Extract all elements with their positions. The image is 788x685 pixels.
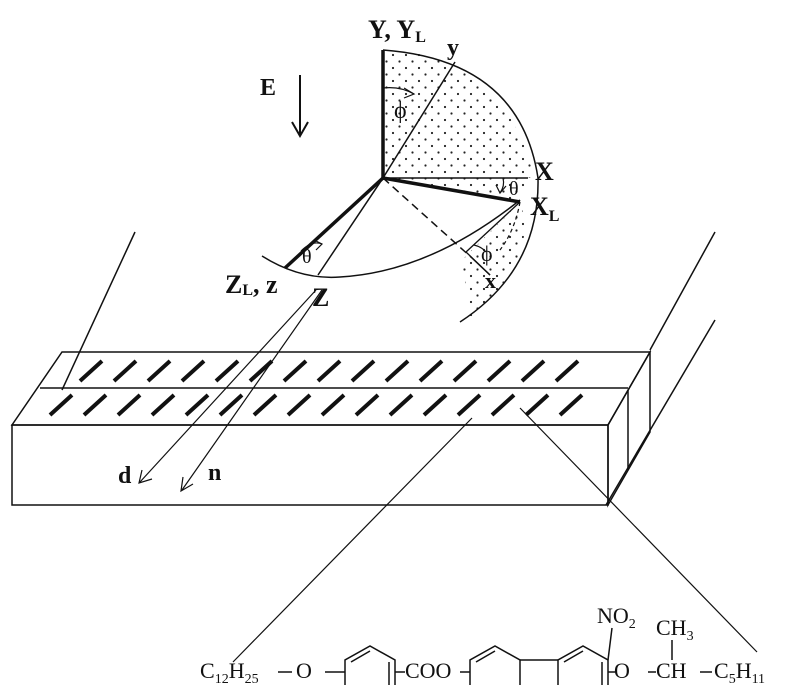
phi-sector-right [462,202,525,318]
theta-right-arrowhead [495,184,507,195]
y-small-axis [382,61,456,179]
benzene-ring-3 [557,645,609,685]
zl-axis [283,176,385,270]
molecule-dashes-row-1 [78,359,580,383]
label-theta-right: θ [509,178,519,200]
bond-nitro [607,627,613,661]
phi-sector-top [383,49,533,179]
label-y-small: y [447,35,459,61]
construction-line-1 [465,201,521,253]
formula-ch: CH [656,658,687,683]
label-x-small: x [485,268,496,293]
label-xl-axis: XL [530,192,559,225]
xl-axis [382,176,521,204]
director-vectors [138,289,323,493]
label-y-axes: Y, YL [368,15,426,46]
left-wall-edge [61,231,136,391]
label-zl-axes: ZL, z [225,270,278,299]
molecule-structure [278,627,712,685]
phi-top-arrowhead [403,87,416,99]
x-small-axis [382,177,473,259]
cell-slab [10,231,758,663]
construction-line-2 [465,251,491,276]
label-d-vector: d [118,463,132,489]
right-wall-edge-2 [605,319,716,506]
zoom-line-right [519,407,758,653]
d-vector-line [139,289,317,483]
molecule-formula: C12H25 O COO NO2 O CH3 CH C5H11 [200,603,765,685]
benzene-ring-2 [469,645,521,685]
formula-nitro: NO2 [597,603,636,632]
label-phi-top: ϕ [394,98,407,124]
formula-left-chain: C12H25 [200,658,259,685]
bottom-arc [261,199,521,279]
benzene-ring-1 [344,645,396,685]
label-z-axis: Z [312,283,329,312]
side-face [607,349,651,508]
right-wall-edge [649,231,716,351]
n-vector-arrowhead [180,476,194,493]
label-theta-left: θ [302,246,312,268]
formula-ester: COO [405,658,451,683]
zoom-line-left [232,417,473,663]
labels: E Y, YL y ϕ X θ XL ϕ x θ ZL, z Z d n [118,15,559,489]
formula-oxygen-1: O [296,658,312,683]
label-e-field: E [260,75,276,101]
formula-oxygen-2: O [614,658,630,683]
formula-right-chain: C5H11 [714,658,765,685]
d-vector-arrowhead [138,469,153,484]
z-axis [317,177,384,276]
front-face [11,424,609,506]
formula-methyl: CH3 [656,615,694,644]
n-vector-line [181,289,323,491]
e-field-arrowhead [291,121,309,139]
phi-right-arc [473,244,487,253]
coordinate-system [261,49,539,323]
label-x-axis: X [535,157,554,186]
label-phi-right: ϕ [481,241,493,266]
molecule-dashes-row-2 [48,393,584,417]
theta-left-arrowhead [313,239,324,251]
label-n-vector: n [208,460,221,486]
